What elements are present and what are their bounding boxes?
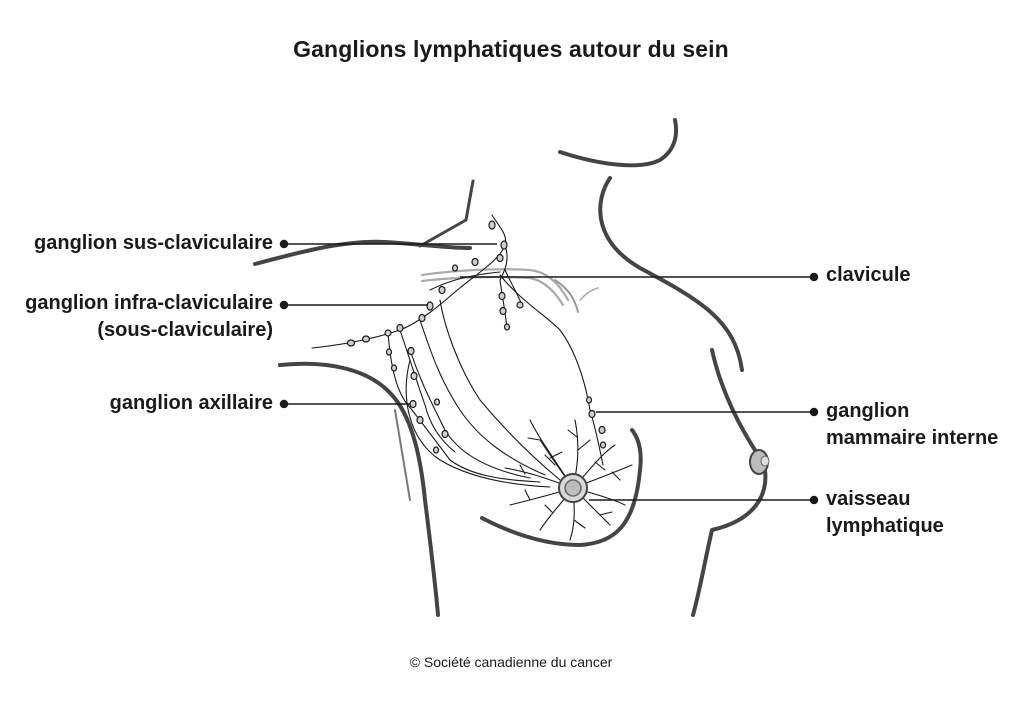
label-ganglion-mammaire-interne: ganglion mammaire interne xyxy=(826,398,998,452)
label-infra-line1: ganglion infra-claviculaire xyxy=(25,292,273,314)
label-clavicule: clavicule xyxy=(826,264,911,286)
back-outline xyxy=(598,176,744,372)
sternum-line xyxy=(579,287,599,301)
clavicle-bone xyxy=(420,268,570,307)
shoulder-left-outline xyxy=(253,239,472,266)
callout-lines xyxy=(279,239,819,505)
label-mammaire-line1: ganglion xyxy=(826,400,910,422)
right-breast-outline xyxy=(691,348,768,617)
label-ganglion-sus-claviculaire: ganglion sus-claviculaire xyxy=(34,232,273,254)
label-vaisseau-line2: lymphatique xyxy=(826,515,944,537)
left-breast-outline xyxy=(480,428,643,547)
left-torso-inner xyxy=(394,409,411,501)
diagram-title: Ganglions lymphatiques autour du sein xyxy=(293,36,729,62)
neck-right-outline xyxy=(558,118,679,168)
chest-shoulder-line xyxy=(554,279,579,313)
left-arm-outline xyxy=(278,361,440,617)
lymph-vessels xyxy=(311,214,633,541)
label-ganglion-axillaire: ganglion axillaire xyxy=(109,392,273,414)
label-vaisseau-lymphatique: vaisseau lymphatique xyxy=(826,486,944,540)
label-ganglion-infra-claviculaire: ganglion infra-claviculaire (sous-clavic… xyxy=(25,290,273,344)
lymph-nodes xyxy=(346,220,607,454)
neck-left-outline xyxy=(418,179,475,248)
label-infra-line2: (sous-claviculaire) xyxy=(97,319,273,341)
label-vaisseau-line1: vaisseau xyxy=(826,488,911,510)
label-mammaire-line2: mammaire interne xyxy=(826,427,999,449)
copyright-notice: © Société canadienne du cancer xyxy=(409,654,613,670)
